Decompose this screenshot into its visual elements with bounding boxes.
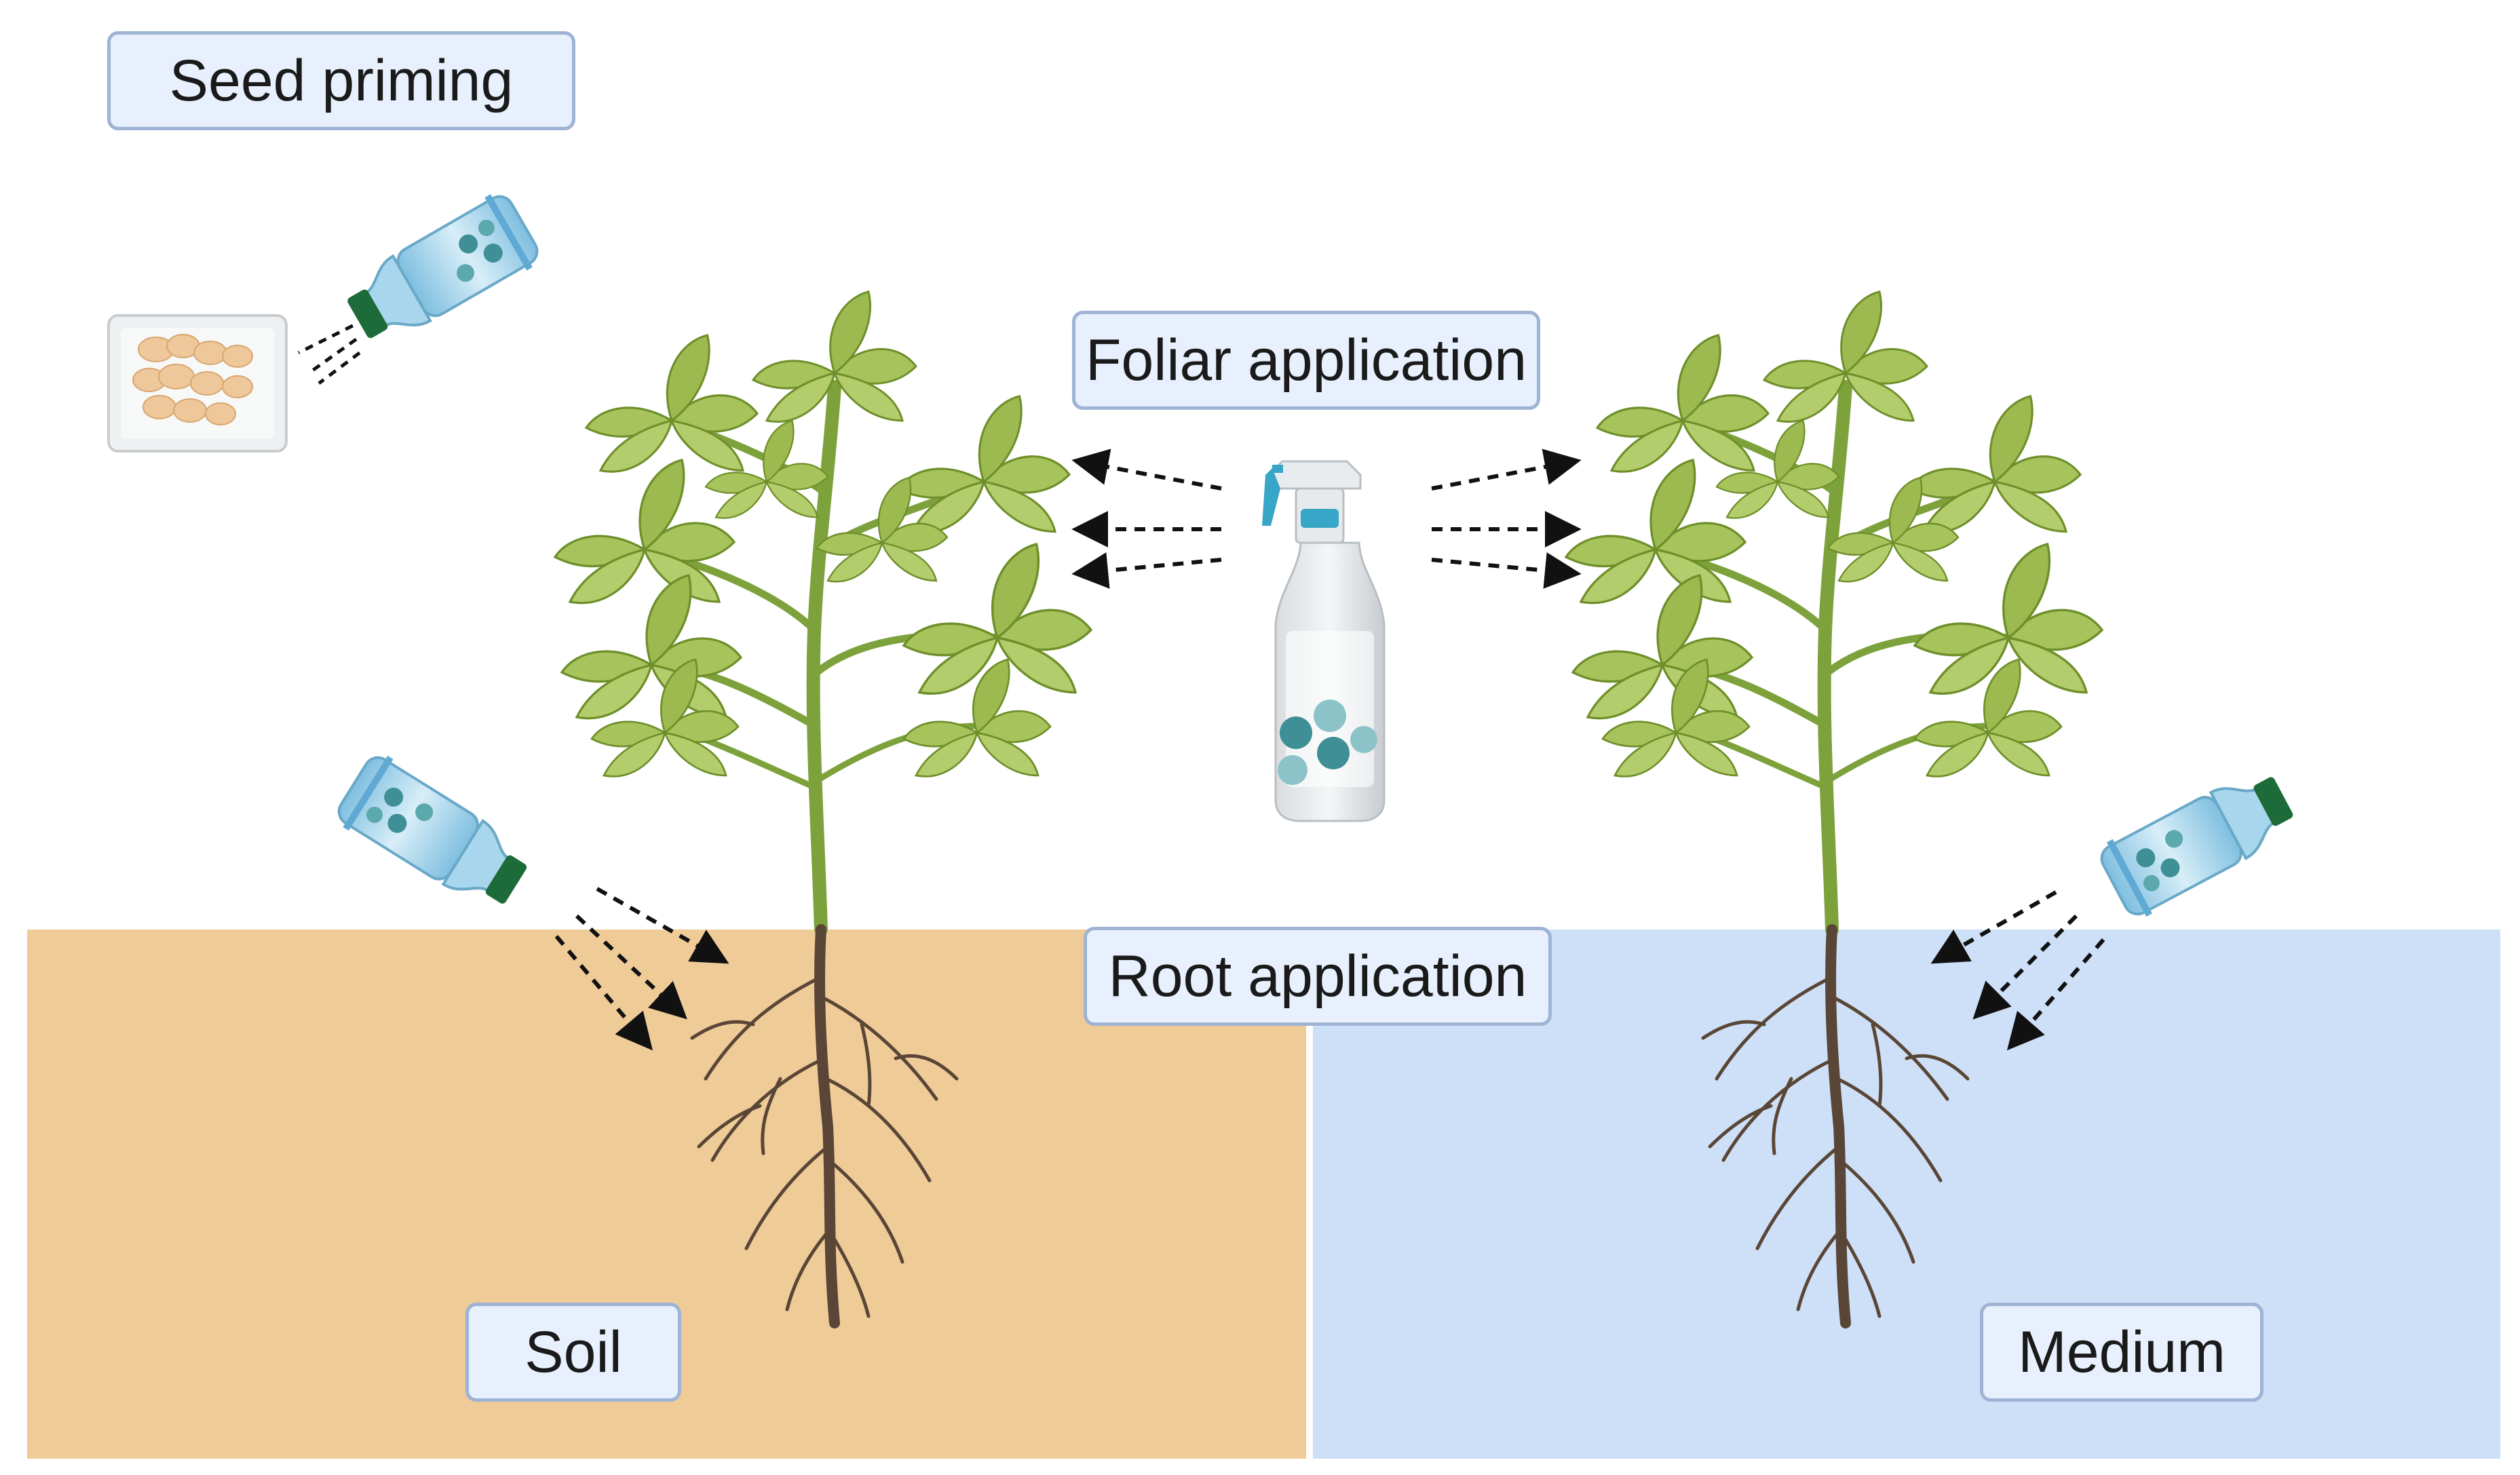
seed-priming-label: Seed priming — [107, 31, 575, 130]
seed-tray-icon — [107, 314, 288, 453]
pour-bottle-icon — [2095, 759, 2303, 923]
foliar-application-label: Foliar application — [1072, 311, 1540, 410]
arrow-icon — [1071, 448, 1582, 589]
medium-label: Medium — [1980, 1303, 2264, 1402]
pour-bottle-icon — [330, 747, 540, 923]
arrow-icon — [554, 887, 729, 1051]
spray-bottle-icon — [1262, 460, 1386, 822]
pour-bottle-icon — [335, 186, 546, 358]
arrow-icon — [297, 324, 361, 385]
root-application-label: Root application — [1084, 927, 1552, 1026]
soil-label: Soil — [465, 1303, 681, 1402]
arrow-icon — [1930, 890, 2105, 1051]
